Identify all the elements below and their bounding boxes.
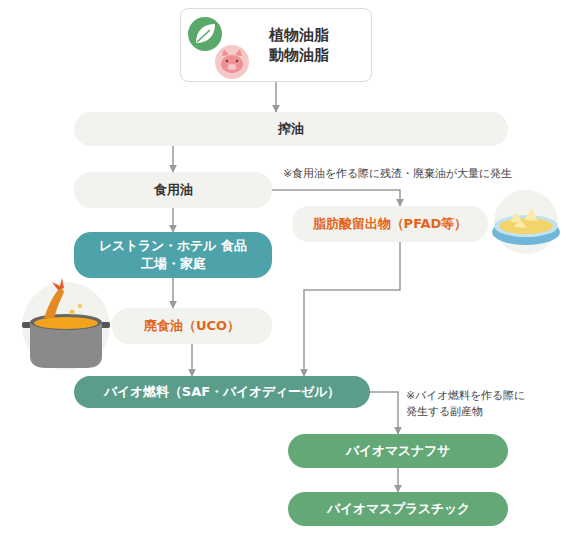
node-text: レストラン・ホテル 食品工場・家庭 xyxy=(98,237,248,272)
pfad-chunks xyxy=(510,208,538,228)
flow-arrow xyxy=(191,344,193,376)
flow-arrow xyxy=(172,208,174,232)
pot-oil xyxy=(34,317,98,329)
pig-snout xyxy=(228,64,237,70)
dish-oil xyxy=(499,218,553,234)
oil-pot xyxy=(22,278,110,370)
fried-shrimp xyxy=(44,288,64,318)
pig-eye xyxy=(236,60,238,62)
note-text: ※バイオ燃料を作る際に 発生する副産物 xyxy=(404,388,540,420)
product-band: 食用油 xyxy=(74,172,272,208)
waste-oil-band: 廃食油（UCO） xyxy=(112,308,272,344)
pig-icon xyxy=(215,45,249,79)
process-band: 搾油 xyxy=(74,112,508,146)
pig-ears xyxy=(222,49,242,56)
shrimp-tail xyxy=(52,278,64,290)
oil-splash xyxy=(78,304,82,308)
flow-arrow xyxy=(275,82,277,112)
node-text: 食用油 xyxy=(154,181,193,199)
pig-face xyxy=(221,55,243,73)
byproduct-band: 脂肪酸留出物（PFAD等） xyxy=(292,206,488,242)
source-box: 植物油脂 動物油脂 xyxy=(180,8,372,82)
node-text: 脂肪酸留出物（PFAD等） xyxy=(313,215,468,233)
flow-arrow xyxy=(397,468,399,492)
fuel-box: バイオ燃料（SAF・バイオディーゼル） xyxy=(74,376,370,408)
naphtha-box: バイオマスナフサ xyxy=(288,434,508,468)
node-text: 搾油 xyxy=(278,120,304,138)
flow-arrow xyxy=(172,278,174,308)
note-text: ※食用油を作る際に残渣・廃棄油が大量に発生 xyxy=(281,166,565,182)
pig-circle xyxy=(215,45,249,79)
user-box: レストラン・ホテル 食品工場・家庭 xyxy=(74,232,272,278)
node-text: 廃食油（UCO） xyxy=(144,317,240,335)
pfad-dish xyxy=(492,190,560,254)
node-text: バイオマスプラスチック xyxy=(327,500,470,518)
leaf-vein xyxy=(197,30,210,42)
node-text: 植物油脂 動物油脂 xyxy=(269,25,339,66)
pot-ground xyxy=(22,282,110,370)
flow-arrow xyxy=(304,242,400,376)
leaf-shape xyxy=(196,24,215,43)
pig-eye xyxy=(226,60,228,62)
flow-arrow xyxy=(272,190,400,206)
flow-arrow xyxy=(172,146,174,172)
flow-arrow xyxy=(370,392,398,434)
node-text: バイオ燃料（SAF・バイオディーゼル） xyxy=(104,383,340,401)
pot-rim xyxy=(30,314,102,330)
oil-splash xyxy=(70,310,75,315)
plastic-box: バイオマスプラスチック xyxy=(288,492,508,526)
leaf-circle xyxy=(188,17,222,51)
node-text: バイオマスナフサ xyxy=(346,442,450,460)
leaf-icon xyxy=(188,17,222,51)
